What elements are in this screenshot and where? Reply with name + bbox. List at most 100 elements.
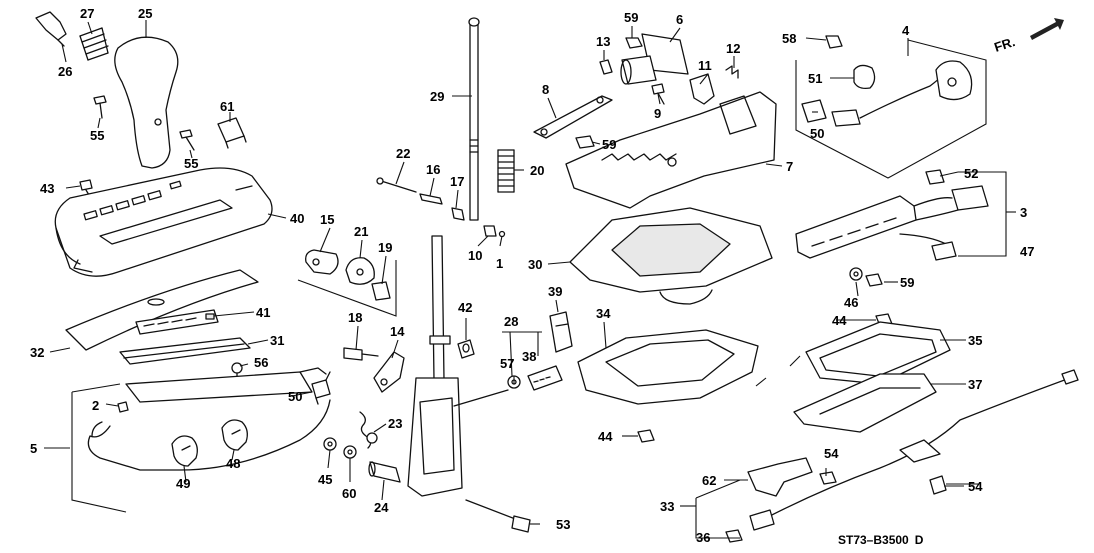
part-38-adjuster [527,365,563,391]
part-14-plate [373,351,405,393]
callout-25: 25 [138,6,152,21]
callout-24: 24 [374,500,389,515]
part-47-clip [931,241,957,261]
part-53-bolt [465,499,531,533]
part-48-clip [221,419,248,451]
part-41-indicator-panel [135,309,219,335]
callout-57: 57 [500,356,514,371]
callout-22: 22 [396,146,410,161]
callout-59-mid: 59 [602,137,616,152]
part-59-nut-mid [575,135,595,149]
part-18-pin [343,347,379,361]
callout-5: 5 [30,441,37,456]
callout-26: 26 [58,64,72,79]
callout-58: 58 [782,31,796,46]
callout-59-right: 59 [900,275,914,290]
part-55-screw-b [179,129,195,151]
callout-1: 1 [496,256,503,271]
callout-7: 7 [786,159,793,174]
callout-59-top: 59 [624,10,638,25]
callout-3: 3 [1020,205,1027,220]
callout-30: 30 [528,257,542,272]
part-9-bolt [651,83,665,105]
part-4-harness [831,60,973,127]
callout-45: 45 [318,472,332,487]
callout-55-right: 55 [184,156,198,171]
callout-50-right: 50 [810,126,824,141]
callout-11: 11 [698,58,712,73]
part-40-console-panel [54,167,273,277]
callout-12: 12 [726,41,740,56]
callout-6: 6 [676,12,683,27]
part-35-gasket [805,321,951,385]
part-50-socket-right [801,99,827,123]
callout-14: 14 [390,324,405,339]
part-shift-lever [407,235,463,497]
direction-label: FR. [992,34,1017,55]
callout-21: 21 [354,224,368,239]
callout-28: 28 [504,314,518,329]
callout-13: 13 [596,34,610,49]
part-26-knob-pin [35,11,67,47]
callout-20: 20 [530,163,544,178]
front-direction-arrow: FR. [992,18,1064,55]
part-44-nut-lower [637,429,655,443]
callout-48: 48 [226,456,240,471]
callout-43: 43 [40,181,54,196]
part-33-shift-cable [749,369,1079,531]
callout-51: 51 [808,71,822,86]
group-14-outline [297,260,397,317]
callout-10: 10 [468,248,482,263]
part-5-light-harness [87,367,331,471]
callout-17: 17 [450,174,464,189]
part-15-link [305,249,339,275]
callout-34: 34 [596,306,611,321]
callout-56: 56 [254,355,268,370]
callout-62: 62 [702,473,716,488]
callout-54-upper: 54 [824,446,839,461]
callout-8: 8 [542,82,549,97]
callout-37: 37 [968,377,982,392]
part-60-washer [343,445,357,459]
callout-2: 2 [92,398,99,413]
callout-52: 52 [964,166,978,181]
part-54-bolt-b [929,475,947,495]
callout-16: 16 [426,162,440,177]
part-58-nut [825,35,843,49]
callout-38: 38 [522,349,536,364]
callout-33: 33 [660,499,674,514]
part-37-cover [793,373,937,433]
callout-44-lower: 44 [598,429,613,444]
callout-32: 32 [30,345,44,360]
part-12-spring [725,65,739,79]
part-17-bushing [451,207,465,221]
part-59-nut-top [625,37,643,49]
leader-lines [44,20,1016,539]
part-59-nut-right [865,273,883,287]
callout-23: 23 [388,416,402,431]
callout-46: 46 [844,295,858,310]
callout-49: 49 [176,476,190,491]
part-27-spring [79,27,109,61]
callout-31: 31 [270,333,284,348]
part-22-pin [376,177,417,193]
part-45-washer [323,437,337,451]
group-4-outline [795,39,987,179]
callout-41: 41 [256,305,270,320]
part-3-switch-assembly [795,185,989,259]
callout-27: 27 [80,6,94,21]
part-36-nut [725,529,743,543]
callout-35: 35 [968,333,982,348]
part-51-sensor [853,64,876,90]
part-8-plate [533,95,613,139]
part-28-rod [453,389,509,407]
part-19-bushing [371,281,391,301]
part-49-clip [171,435,198,467]
callout-42: 42 [458,300,472,315]
part-61-clip [217,117,247,149]
callout-39: 39 [548,284,562,299]
part-6-solenoid [620,33,689,85]
part-20-spring [497,149,515,193]
part-23-spring [359,411,378,449]
